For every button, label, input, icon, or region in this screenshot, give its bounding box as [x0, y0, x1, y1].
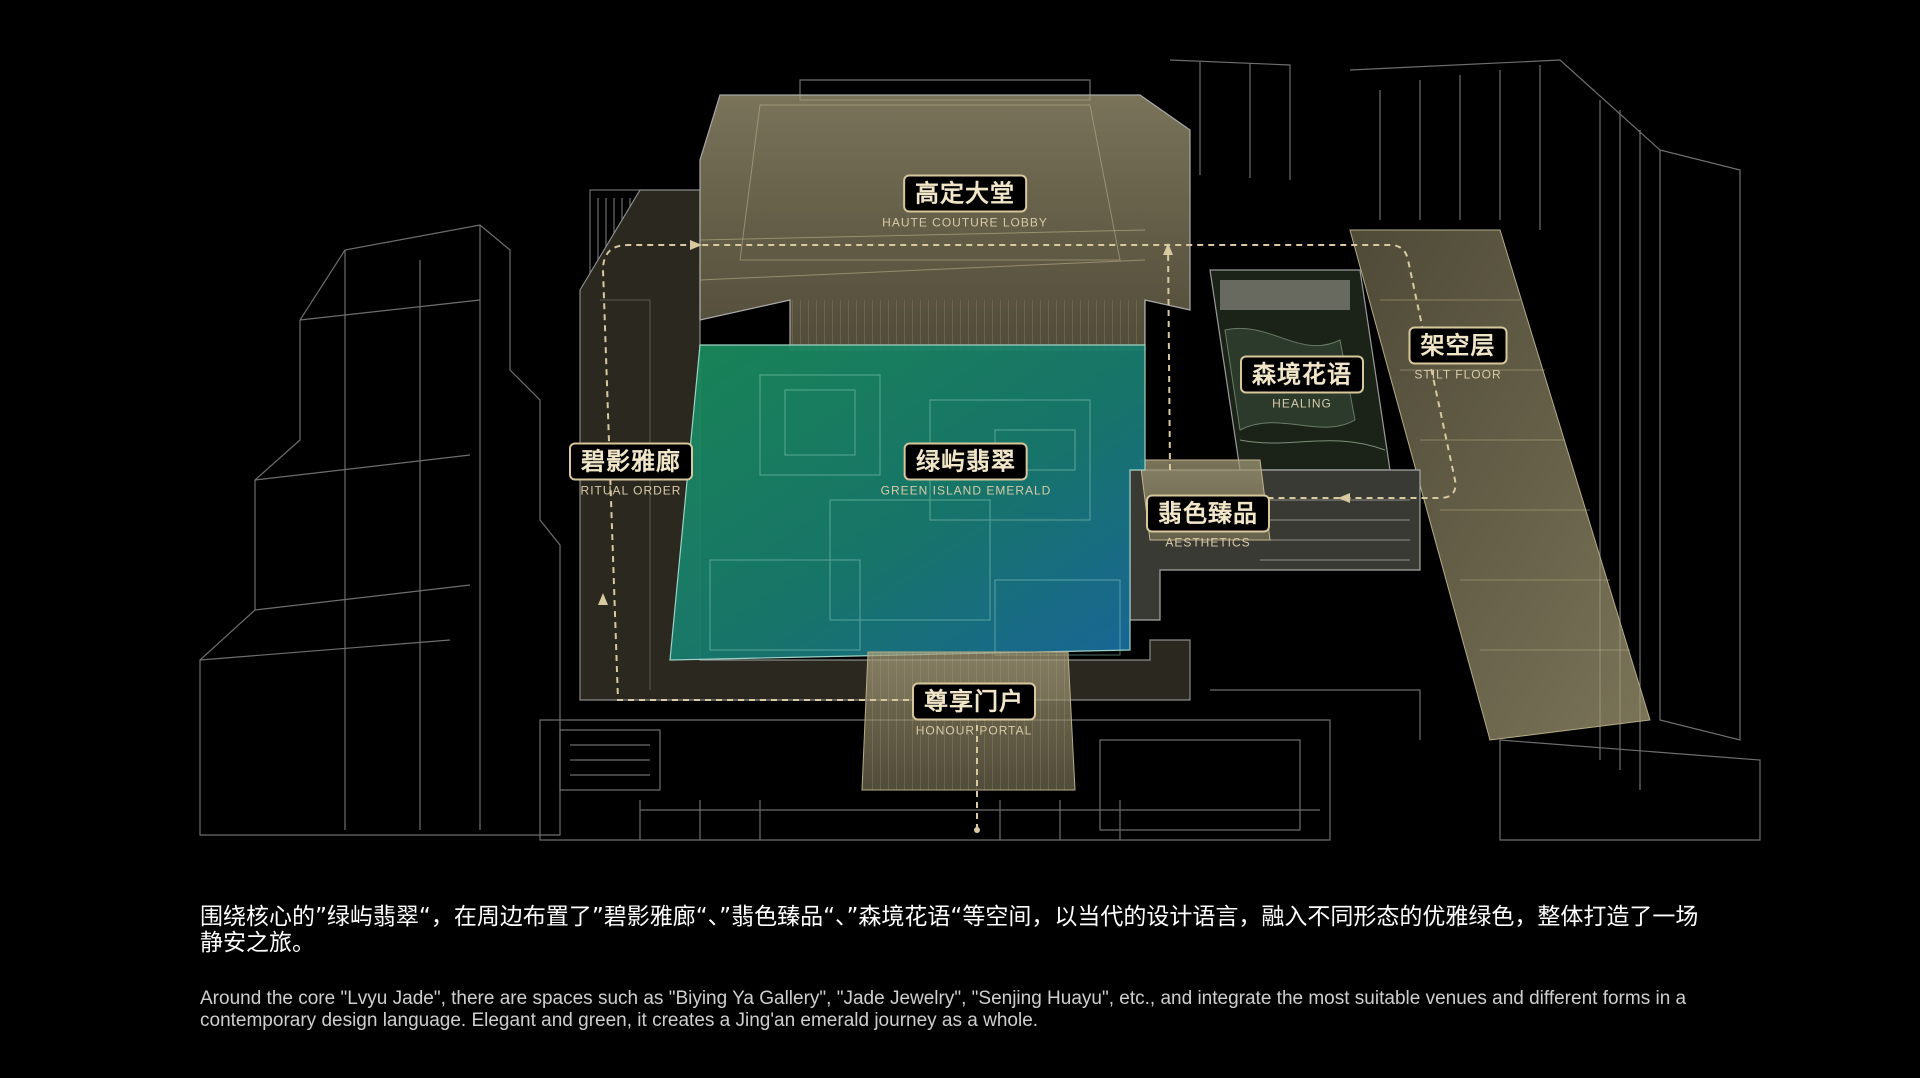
caption-english: Around the core "Lvyu Jade", there are s… — [200, 988, 1687, 1031]
label-green-island-emerald: 绿屿翡翠 GREEN ISLAND EMERALD — [880, 442, 1052, 498]
label-en: AESTHETICS — [1165, 535, 1251, 550]
label-honour-portal: 尊享门户 HONOUR PORTAL — [912, 682, 1036, 738]
circulation-path — [601, 244, 1457, 830]
label-cn: 碧影雅廊 — [569, 442, 693, 481]
label-en: STILT FLOOR — [1414, 367, 1502, 382]
lobby-volume — [699, 94, 1191, 351]
emerald-core — [669, 344, 1146, 661]
label-en: HAUTE COUTURE LOBBY — [882, 215, 1048, 230]
label-healing: 森境花语 HEALING — [1240, 355, 1364, 411]
label-cn: 绿屿翡翠 — [903, 442, 1028, 481]
path-arrow-markers — [598, 240, 1350, 833]
label-aesthetics: 翡色臻品 AESTHETICS — [1146, 494, 1270, 550]
label-en: HONOUR PORTAL — [915, 723, 1033, 738]
label-ritual-order: 碧影雅廊 RITUAL ORDER — [569, 442, 693, 498]
label-cn: 架空层 — [1408, 326, 1508, 365]
caption-chinese: 围绕核心的”绿屿翡翠“，在周边布置了”碧影雅廊“、”翡色臻品“、”森境花语“等空… — [200, 904, 1699, 956]
label-en: RITUAL ORDER — [580, 483, 682, 498]
label-en: GREEN ISLAND EMERALD — [880, 483, 1052, 498]
label-haute-couture-lobby: 高定大堂 HAUTE COUTURE LOBBY — [882, 174, 1048, 230]
label-cn: 翡色臻品 — [1146, 494, 1270, 533]
label-cn: 尊享门户 — [912, 682, 1036, 721]
label-cn: 森境花语 — [1240, 355, 1364, 394]
label-en: HEALING — [1272, 396, 1332, 411]
label-stilt-floor: 架空层 STILT FLOOR — [1408, 326, 1508, 382]
label-cn: 高定大堂 — [902, 174, 1027, 213]
